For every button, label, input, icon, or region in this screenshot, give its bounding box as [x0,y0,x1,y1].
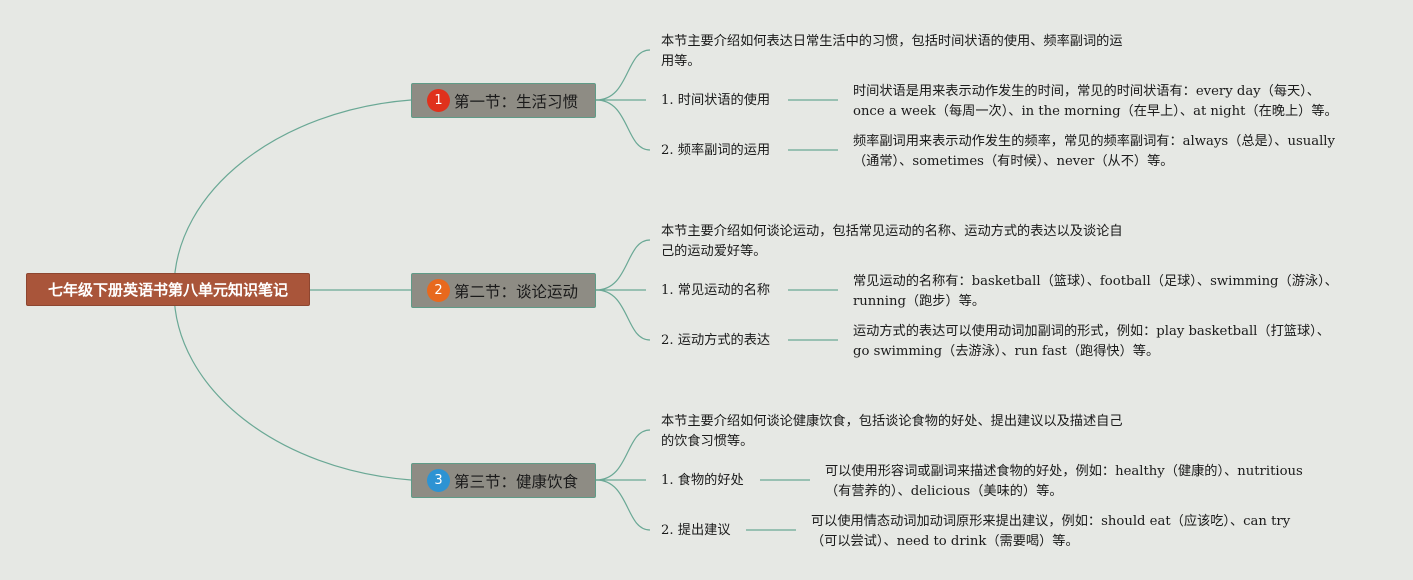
link-s1-item2 [595,99,651,151]
section-1-item-2-label[interactable]: 2. 频率副词的运用 [661,143,771,158]
section-1-intro-line-2: 用等。 [661,54,701,69]
section-1-intro: 本节主要介绍如何表达日常生活中的习惯，包括时间状语的使用、频率副词的运 用等。 [661,32,1123,72]
section-1-item-1-label[interactable]: 1. 时间状语的使用 [661,93,771,108]
section-3-item-2-detail: 可以使用情态动词加动词原形来提出建议，例如：should eat（应该吃）、ca… [811,512,1290,552]
detail-line: go swimming（去游泳）、run fast（跑得快）等。 [853,344,1160,359]
section-2-node[interactable]: 2 第二节：谈论运动 [411,273,596,308]
section-3-intro: 本节主要介绍如何谈论健康饮食，包括谈论食物的好处、提出建议以及描述自己 的饮食习… [661,412,1123,452]
detail-line: once a week（每周一次）、in the morning（在早上）、at… [853,104,1338,119]
detail-line: （可以尝试）、need to drink（需要喝）等。 [811,534,1079,549]
section-1-node[interactable]: 1 第一节：生活习惯 [411,83,596,118]
link-s2-item2 [595,289,651,341]
section-1-intro-line-1: 本节主要介绍如何表达日常生活中的习惯，包括时间状语的使用、频率副词的运 [661,34,1123,49]
detail-line: （通常）、sometimes（有时候）、never（从不）等。 [853,154,1174,169]
root-node[interactable]: 七年级下册英语书第八单元知识笔记 [26,273,310,306]
link-s2-intro [595,239,651,291]
section-3-title: 第三节：健康饮食 [454,472,579,491]
link-root-section-1 [173,99,412,290]
section-2-intro: 本节主要介绍如何谈论运动，包括常见运动的名称、运动方式的表达以及谈论自 己的运动… [661,222,1123,262]
section-2-intro-line-2: 己的运动爱好等。 [661,244,767,259]
detail-line: 运动方式的表达可以使用动词加副词的形式，例如：play basketball（打… [853,324,1330,339]
section-2-item-1-detail: 常见运动的名称有：basketball（篮球）、football（足球）、swi… [853,272,1338,312]
section-3-intro-line-1: 本节主要介绍如何谈论健康饮食，包括谈论食物的好处、提出建议以及描述自己 [661,414,1123,429]
detail-line: 时间状语是用来表示动作发生的时间，常见的时间状语有：every day（每天）、 [853,84,1320,99]
detail-line: 频率副词用来表示动作发生的频率，常见的频率副词有：always（总是）、usua… [853,134,1335,149]
section-2-item-1-label[interactable]: 1. 常见运动的名称 [661,283,771,298]
link-s3-intro [595,429,651,481]
section-2-item-2-detail: 运动方式的表达可以使用动词加副词的形式，例如：play basketball（打… [853,322,1330,362]
section-1-item-2-detail: 频率副词用来表示动作发生的频率，常见的频率副词有：always（总是）、usua… [853,132,1335,172]
detail-line: running（跑步）等。 [853,294,986,309]
link-root-section-3 [173,290,412,481]
section-1-item-1-detail: 时间状语是用来表示动作发生的时间，常见的时间状语有：every day（每天）、… [853,82,1338,122]
section-1-title: 第一节：生活习惯 [454,92,579,111]
section-3-node[interactable]: 3 第三节：健康饮食 [411,463,596,498]
section-3-badge: 3 [427,469,450,492]
section-3-item-2-label[interactable]: 2. 提出建议 [661,523,731,538]
section-2-item-2-label[interactable]: 2. 运动方式的表达 [661,333,771,348]
section-3-intro-line-2: 的饮食习惯等。 [661,434,754,449]
section-1-badge: 1 [427,89,450,112]
section-2-title: 第二节：谈论运动 [454,282,579,301]
link-s3-item2 [595,479,651,531]
section-2-badge: 2 [427,279,450,302]
root-title: 七年级下册英语书第八单元知识笔记 [47,281,288,299]
detail-line: 可以使用情态动词加动词原形来提出建议，例如：should eat（应该吃）、ca… [811,514,1291,529]
section-3-item-1-label[interactable]: 1. 食物的好处 [661,473,744,488]
detail-line: （有营养的）、delicious（美味的）等。 [825,484,1063,499]
link-s1-intro [595,49,651,101]
section-3-item-1-detail: 可以使用形容词或副词来描述食物的好处，例如：healthy（健康的）、nutri… [825,462,1303,502]
detail-line: 常见运动的名称有：basketball（篮球）、football（足球）、swi… [853,274,1338,289]
section-2-intro-line-1: 本节主要介绍如何谈论运动，包括常见运动的名称、运动方式的表达以及谈论自 [661,224,1123,239]
detail-line: 可以使用形容词或副词来描述食物的好处，例如：healthy（健康的）、nutri… [825,464,1303,479]
